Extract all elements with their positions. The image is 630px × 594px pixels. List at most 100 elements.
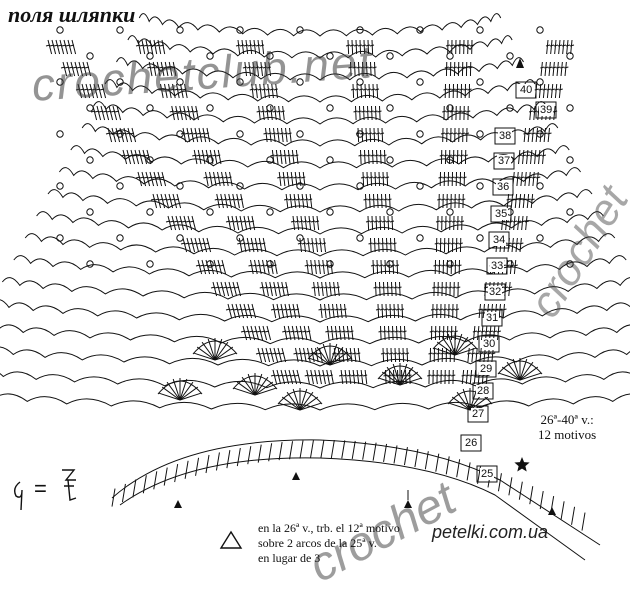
stitch-mark	[368, 216, 369, 230]
stitch-mark	[255, 326, 259, 340]
stitch-mark	[394, 370, 395, 384]
stitch-mark	[381, 260, 382, 274]
stitch-mark	[551, 84, 552, 98]
stitch-mark	[358, 128, 359, 142]
stitch-mark	[387, 172, 388, 186]
stitch-mark	[544, 133, 548, 134]
stitch-mark	[446, 45, 450, 46]
stitch-mark	[325, 265, 329, 266]
stitch-mark	[472, 348, 473, 362]
stitch-mark	[386, 304, 387, 318]
stitch-mark	[389, 243, 393, 244]
stitch-mark	[381, 326, 382, 340]
stitch-mark	[397, 260, 398, 274]
stitch-mark	[363, 172, 364, 186]
stitch-mark	[479, 304, 480, 318]
shell-fan-stitch	[197, 347, 215, 360]
stitch-mark	[369, 150, 370, 164]
stitch-mark	[526, 216, 527, 230]
stitch-mark	[450, 45, 454, 46]
stitch-mark	[289, 177, 293, 178]
stitch-mark	[203, 128, 206, 142]
stitch-mark	[534, 106, 535, 120]
round-number-36: 36	[496, 181, 510, 193]
stitch-mark	[379, 155, 383, 156]
stitch-mark	[286, 155, 290, 156]
stitch-mark	[233, 194, 236, 208]
stitch-mark	[285, 177, 289, 178]
stitch-mark	[385, 260, 386, 274]
stitch-mark	[310, 243, 314, 244]
stitch-mark	[339, 375, 343, 376]
chain-arc-row	[82, 124, 558, 146]
foundation-stitch	[290, 441, 293, 459]
stitch-mark	[457, 133, 461, 134]
stitch-mark	[527, 199, 531, 200]
stitch-mark	[373, 150, 374, 164]
stitch-mark	[460, 221, 464, 222]
stitch-mark	[435, 309, 439, 310]
stitch-mark	[372, 216, 373, 230]
stitch-mark	[226, 172, 229, 186]
stitch-mark	[395, 265, 399, 266]
shell-fan-stitch	[300, 392, 313, 410]
round-number-34: 34	[492, 234, 506, 246]
stitch-mark	[514, 216, 515, 230]
stitch-mark	[367, 172, 368, 186]
stitch-mark	[548, 128, 549, 142]
foundation-stitch	[227, 450, 230, 468]
stitch-mark	[325, 304, 327, 318]
picot-loop	[387, 157, 393, 163]
stitch-mark	[273, 370, 277, 384]
stitch-mark	[401, 353, 405, 354]
stitch-mark	[306, 194, 308, 208]
stitch-mark	[443, 309, 447, 310]
round-number-33: 33	[490, 260, 504, 272]
stitch-mark	[359, 155, 363, 156]
stitch-mark	[487, 353, 491, 354]
foundation-stitch	[196, 458, 199, 476]
chain-arc-row	[25, 234, 615, 256]
stitch-mark	[384, 309, 388, 310]
stitch-mark	[243, 326, 247, 340]
stitch-mark	[309, 265, 313, 266]
stitch-mark	[363, 89, 367, 90]
stitch-mark	[381, 243, 385, 244]
stitch-mark	[272, 133, 276, 134]
stitch-mark	[464, 155, 468, 156]
stitch-mark	[555, 89, 559, 90]
stitch-mark	[337, 331, 341, 332]
picot-loop	[477, 131, 483, 137]
foundation-stitch	[331, 440, 334, 458]
stitch-mark	[460, 155, 464, 156]
stitch-mark	[467, 353, 471, 354]
stitch-mark	[454, 265, 458, 266]
stitch-mark	[390, 287, 394, 288]
stitch-mark	[451, 375, 455, 376]
stitch-mark	[447, 375, 451, 376]
stitch-mark	[270, 348, 274, 362]
stitch-mark	[301, 177, 305, 178]
stitch-mark	[199, 128, 202, 142]
stitch-mark	[322, 243, 326, 244]
stitch-mark	[146, 172, 150, 186]
foundation-stitch	[467, 462, 470, 480]
stitch-mark	[376, 309, 380, 310]
legend-cluster-symbol	[62, 470, 76, 500]
stitch-mark	[356, 106, 357, 120]
stitch-mark	[124, 128, 128, 142]
round-number-25: 25	[480, 468, 494, 480]
shell-fan-stitch	[162, 387, 180, 400]
stitch-mark	[407, 348, 408, 362]
stitch-mark	[331, 326, 333, 340]
stitch-mark	[399, 348, 400, 362]
stitch-mark	[493, 331, 497, 332]
picot-loop	[417, 235, 423, 241]
stitch-mark	[351, 375, 355, 376]
picot-loop	[417, 183, 423, 189]
stitch-mark	[507, 243, 511, 244]
stitch-mark	[447, 177, 451, 178]
stitch-mark	[278, 282, 281, 296]
stitch-mark	[447, 243, 451, 244]
stitch-mark	[384, 282, 385, 296]
